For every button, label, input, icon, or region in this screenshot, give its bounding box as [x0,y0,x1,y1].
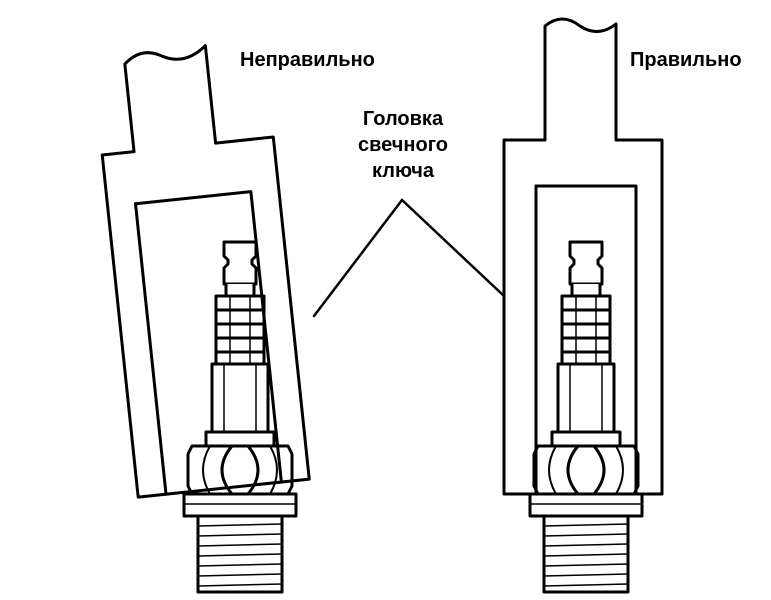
callout-line-2: свечного [358,134,448,156]
wrong-socket-head [100,44,311,499]
label-right: Правильно [630,49,742,71]
callout-line-3: ключа [371,160,434,182]
right-spark-plug [528,240,644,594]
callout-line-1: Головка [362,108,444,130]
right-socket-assembly [502,17,664,594]
wrong-spark-plug [182,240,298,594]
callout-leaders [312,198,506,318]
wrong-socket-assembly [100,44,311,594]
right-socket-head [502,17,664,496]
label-wrong: Неправильно [240,49,375,71]
callout-label: Головка свечного ключа [318,106,488,184]
